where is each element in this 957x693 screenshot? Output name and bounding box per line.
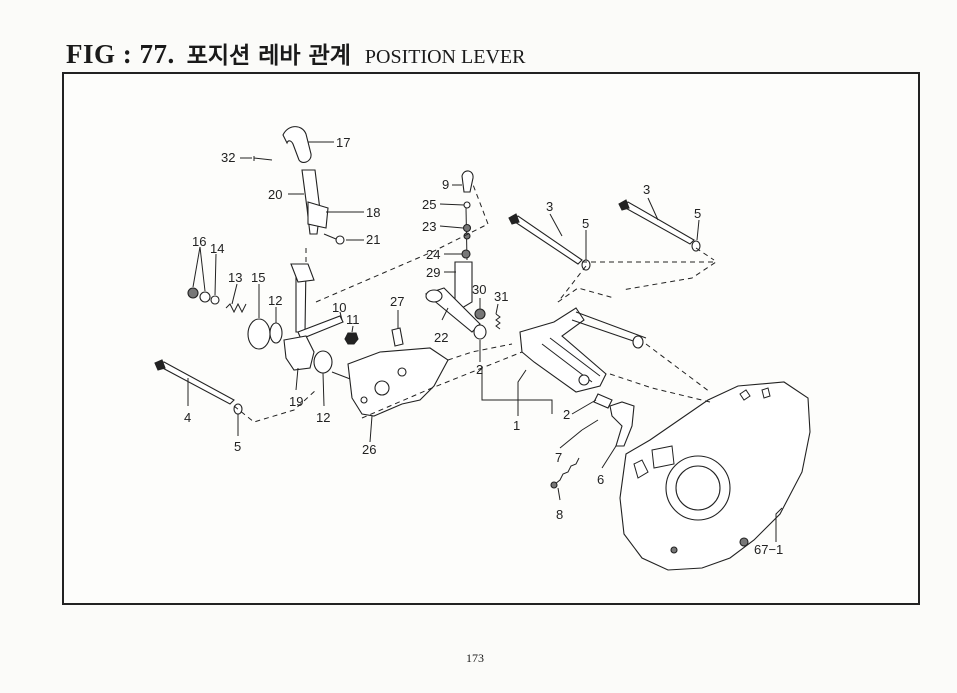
lever-bracket-part <box>307 201 329 229</box>
spring-8-part <box>554 457 580 485</box>
callout-13: 13 <box>228 270 242 285</box>
callout-24: 24 <box>426 247 440 262</box>
spring-13-part <box>225 302 247 314</box>
linkage-assembly-1-part <box>519 307 607 393</box>
figure-number: FIG : 77. <box>66 39 175 69</box>
callout-26: 26 <box>362 442 376 457</box>
disc-12-lower-part <box>313 350 333 374</box>
callout-25: 25 <box>422 197 436 212</box>
diagram-frame: 17 32 20 18 21 16 14 13 15 12 10 11 19 1… <box>62 72 920 605</box>
bolt-3-left-part <box>511 215 583 265</box>
shaft-lever-29-part <box>454 261 473 309</box>
callout-16: 16 <box>192 234 206 249</box>
callout-14: 14 <box>210 241 224 256</box>
bush-30-part <box>474 308 486 320</box>
nut-24-part <box>461 249 471 259</box>
bushing-5-right-part <box>691 240 701 252</box>
mounting-bracket-26-part <box>347 347 449 417</box>
callout-29: 29 <box>426 265 440 280</box>
spring-pin-31-part <box>495 313 501 330</box>
rod-end-9-part <box>461 170 474 193</box>
callout-15: 15 <box>251 270 265 285</box>
callout-6: 6 <box>597 472 604 487</box>
callout-30: 30 <box>472 282 486 297</box>
callout-1: 1 <box>513 418 520 433</box>
sleeve-2-part <box>593 393 613 409</box>
callout-5c: 5 <box>694 206 701 221</box>
callout-31: 31 <box>494 289 508 304</box>
callout-2a: 2 <box>476 362 483 377</box>
clip-25-part <box>463 201 471 209</box>
callout-21: 21 <box>366 232 380 247</box>
nut-16-part <box>187 287 199 299</box>
callout-4: 4 <box>184 410 191 425</box>
bolt-27-part <box>391 327 404 347</box>
detent-plate-15-part <box>247 318 271 350</box>
callout-3b: 3 <box>643 182 650 197</box>
callout-5b: 5 <box>582 216 589 231</box>
dashed-assembly-lines <box>233 181 718 423</box>
callout-11: 11 <box>346 312 360 327</box>
nut-23-part <box>462 223 472 233</box>
callout-67-1: 67−1 <box>754 542 783 557</box>
callout-2b: 2 <box>563 407 570 422</box>
disc-12-upper-part <box>269 322 283 344</box>
callout-32: 32 <box>221 150 235 165</box>
lever-lower-plate-part <box>283 335 315 371</box>
callout-9: 9 <box>442 177 449 192</box>
shaft-upper-part <box>571 311 647 345</box>
callout-23: 23 <box>422 219 436 234</box>
page-title: FIG : 77. 포지션 레바 관계 POSITION LEVER <box>66 36 525 70</box>
long-bolt-4-part <box>155 361 235 405</box>
callout-17: 17 <box>336 135 350 150</box>
callout-8: 8 <box>556 507 563 522</box>
callout-5a: 5 <box>234 439 241 454</box>
callout-3a: 3 <box>546 199 553 214</box>
callout-22: 22 <box>434 330 448 345</box>
pin-7-part <box>581 419 599 431</box>
figure-title-english: POSITION LEVER <box>364 46 526 68</box>
lever-knob-part <box>282 126 312 163</box>
bolt-21-part <box>335 235 345 245</box>
figure-title-korean: 포지션 레바 관계 <box>186 43 351 69</box>
bolt-3-right-part <box>620 201 695 245</box>
callout-12a: 12 <box>268 293 282 308</box>
callout-10: 10 <box>332 300 346 315</box>
callout-27: 27 <box>390 294 404 309</box>
nut-11-part <box>344 332 359 345</box>
callout-20: 20 <box>268 187 282 202</box>
callout-7: 7 <box>555 450 562 465</box>
callout-18: 18 <box>366 205 380 220</box>
exploded-parts-diagram: 17 32 20 18 21 16 14 13 15 12 10 11 19 1… <box>154 126 811 571</box>
pin-part <box>253 156 273 161</box>
detent-bracket-6-part <box>609 401 635 447</box>
callout-12b: 12 <box>316 410 330 425</box>
page-number: 173 <box>466 651 484 665</box>
washer-14-part <box>199 291 211 303</box>
leader-lines <box>187 141 783 542</box>
callout-19: 19 <box>289 394 303 409</box>
